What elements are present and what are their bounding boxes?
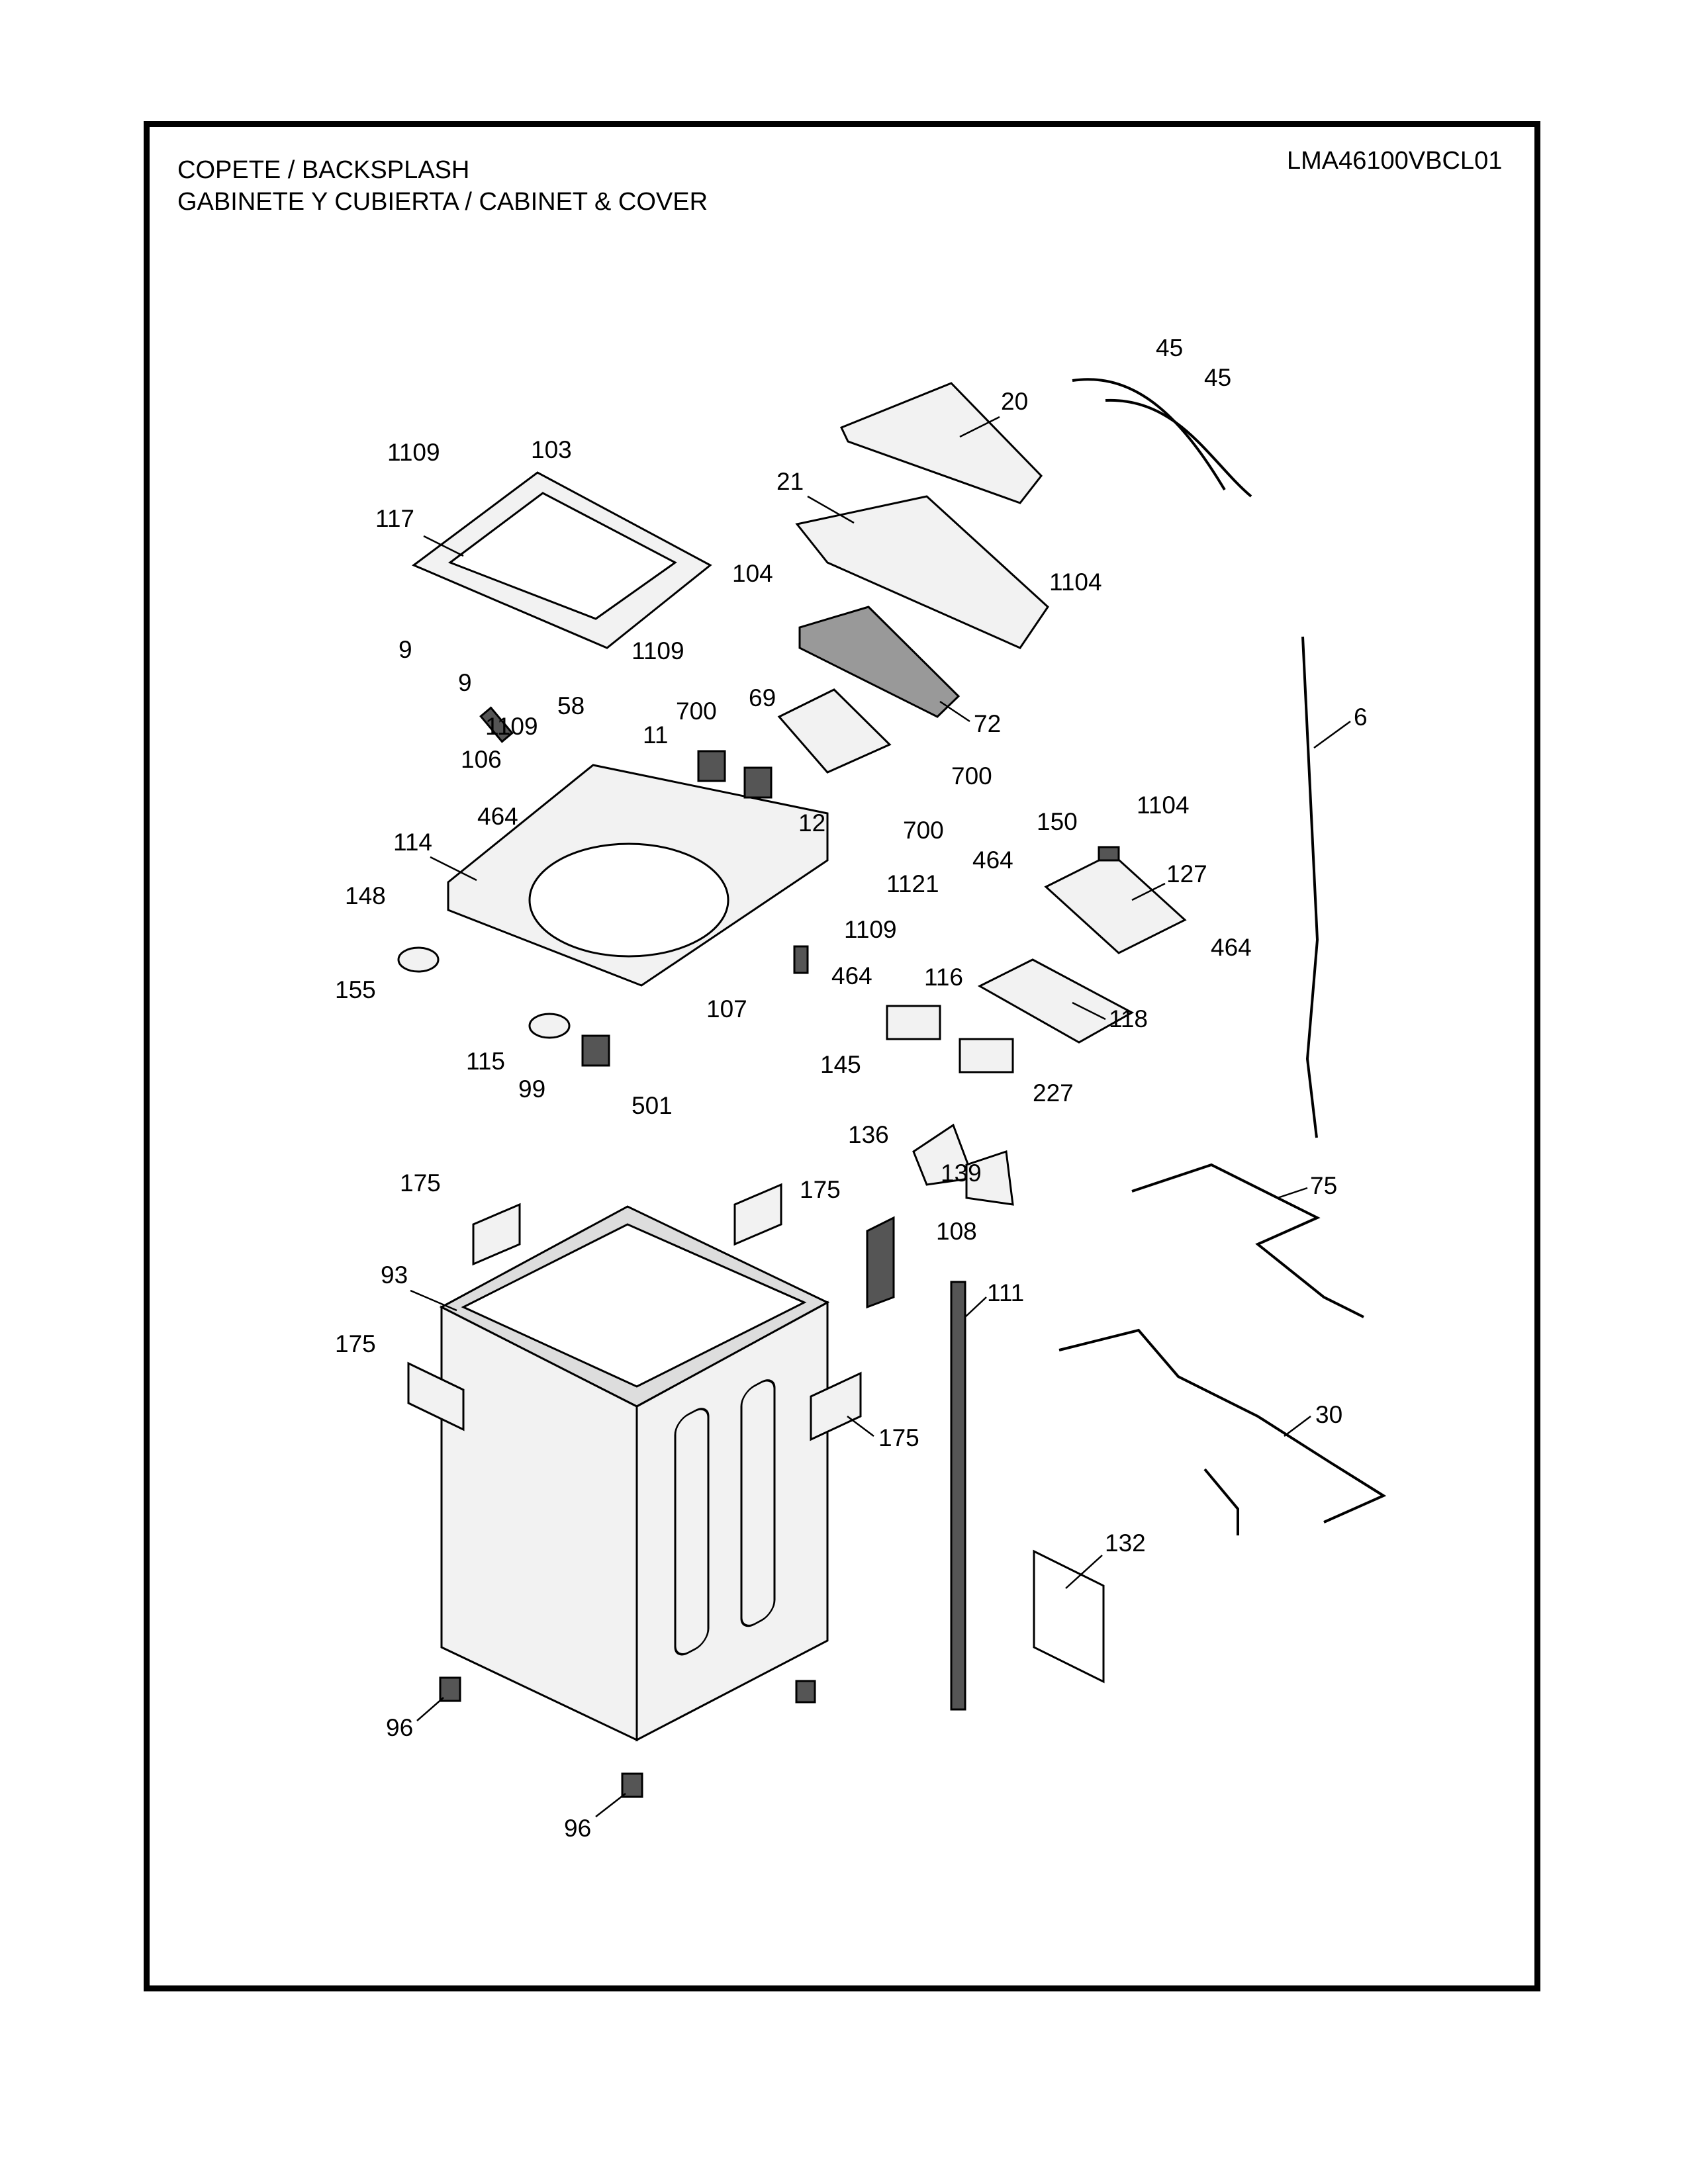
- part-label: 75: [1310, 1172, 1337, 1199]
- part-label: 227: [1033, 1079, 1074, 1107]
- drawer-118: [977, 958, 1135, 1044]
- part-labels: 45 45 20 1109 103 21 117 104 1104 9 9 11…: [335, 334, 1368, 1842]
- part-label: 69: [749, 684, 776, 711]
- part-label: 11: [643, 721, 668, 749]
- part-label: 175: [400, 1169, 441, 1197]
- part-label: 103: [531, 436, 572, 463]
- part-label: 58: [557, 692, 585, 719]
- part-label: 104: [732, 560, 773, 587]
- part-label: 1109: [387, 439, 440, 466]
- model-number: LMA46100VBCL01: [1287, 147, 1503, 175]
- part-label: 1109: [632, 637, 684, 664]
- part-label: 115: [466, 1048, 505, 1075]
- part-label: 700: [676, 698, 717, 725]
- top-lid-114: [447, 764, 829, 987]
- leader-lines: [410, 416, 1351, 1817]
- part-label: 145: [820, 1051, 861, 1078]
- part-label: 96: [564, 1815, 591, 1842]
- harness-30: [1058, 1328, 1387, 1535]
- part-label: 1109: [485, 713, 538, 740]
- part-label: 9: [399, 636, 412, 663]
- part-label: 1104: [1137, 792, 1190, 819]
- part-label: 6: [1354, 704, 1368, 731]
- part-label: 9: [458, 669, 472, 696]
- part-label: 464: [972, 846, 1013, 874]
- part-label: 111: [987, 1279, 1024, 1306]
- part-label: 175: [335, 1330, 376, 1357]
- part-label: 175: [800, 1176, 841, 1203]
- part-label: 45: [1156, 334, 1183, 361]
- title-backsplash: COPETE / BACKSPLASH: [177, 156, 470, 184]
- part-label: 21: [776, 468, 804, 495]
- diagram-frame: [144, 121, 1540, 1991]
- part-label: 116: [924, 964, 963, 991]
- stickers-175: [407, 1183, 862, 1441]
- manual-132: [1033, 1549, 1105, 1684]
- part-label: 96: [386, 1714, 413, 1741]
- feet-96: [439, 1676, 816, 1798]
- part-label: 136: [848, 1121, 889, 1148]
- part-label: 501: [632, 1092, 673, 1119]
- title-cabinet-cover: GABINETE Y CUBIERTA / CABINET & COVER: [177, 188, 708, 216]
- part-label: 117: [375, 505, 414, 532]
- part-label: 12: [798, 809, 825, 837]
- part-label: 464: [831, 962, 872, 989]
- lid-117: [412, 471, 712, 649]
- small-parts: [397, 706, 1120, 1309]
- part-label: 30: [1315, 1401, 1342, 1428]
- part-label: 139: [941, 1160, 982, 1187]
- part-label: 45: [1204, 364, 1231, 391]
- part-label: 132: [1105, 1529, 1146, 1557]
- part-label: 107: [706, 995, 747, 1023]
- part-label: 93: [381, 1261, 408, 1289]
- part-label: 175: [878, 1424, 919, 1451]
- part-label: 72: [974, 710, 1001, 737]
- part-label: 114: [393, 829, 432, 856]
- backsplash-21: [795, 495, 1049, 649]
- part-label: 1104: [1049, 569, 1102, 596]
- drain-hose-111: [950, 1281, 966, 1711]
- harness-75: [1131, 1163, 1364, 1318]
- part-label: 1109: [844, 916, 897, 943]
- part-label: 118: [1109, 1005, 1148, 1032]
- dispenser-127: [1044, 852, 1187, 954]
- part-label: 700: [903, 817, 944, 844]
- part-label: 464: [1211, 934, 1252, 961]
- part-label: 106: [461, 746, 502, 773]
- hoses-45: [1072, 378, 1252, 498]
- part-label: 148: [345, 882, 386, 909]
- part-label: 127: [1166, 860, 1207, 887]
- power-cord-6: [1301, 636, 1319, 1138]
- part-label: 99: [518, 1075, 545, 1103]
- part-label: 1121: [886, 870, 939, 897]
- part-label: 150: [1037, 808, 1078, 835]
- part-label: 108: [936, 1218, 977, 1245]
- cabinet: [439, 1205, 830, 1742]
- valves-11-12: [697, 750, 773, 799]
- control-panel-20: [839, 382, 1043, 504]
- part-label: 700: [951, 762, 992, 790]
- part-label: 464: [477, 803, 518, 830]
- part-label: 155: [335, 976, 376, 1003]
- board-69: [777, 688, 892, 774]
- part-label: 20: [1001, 388, 1028, 415]
